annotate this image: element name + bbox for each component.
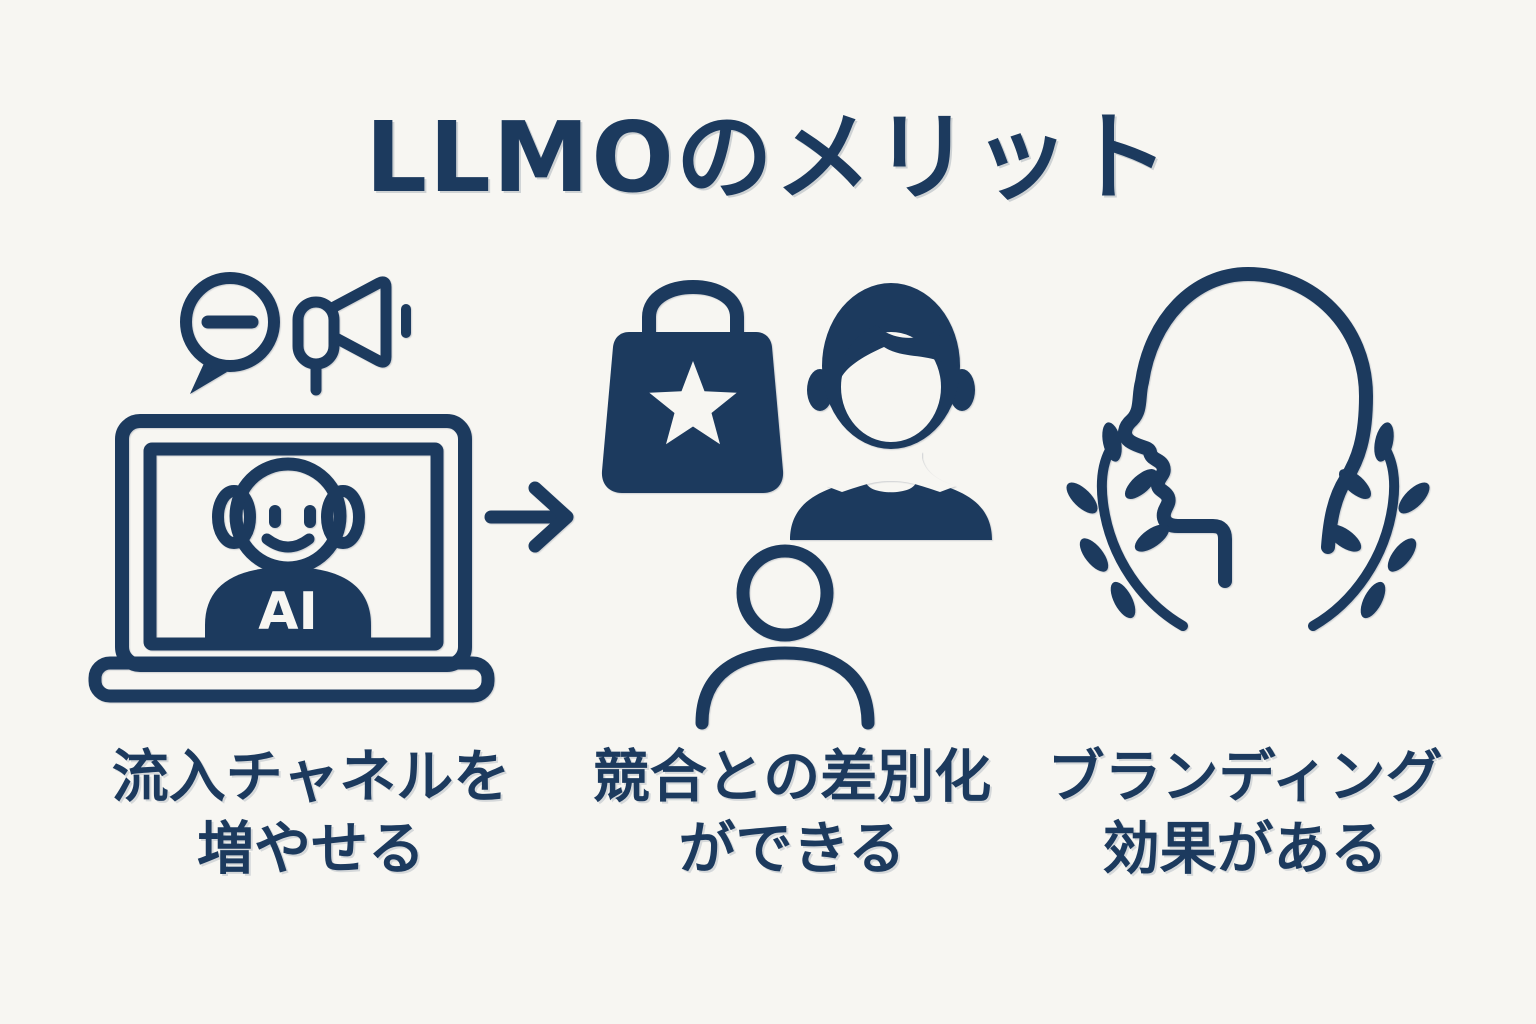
caption-inflow-channels: 流入チャネルを 増やせる bbox=[112, 742, 510, 886]
caption-line: 競合との差別化 bbox=[592, 744, 992, 810]
laptop-ai-robot-icon: AI bbox=[88, 414, 495, 703]
laurel-branch-left bbox=[1066, 422, 1188, 631]
caption-line: ブランディング bbox=[1047, 744, 1443, 810]
shopping-bag-star-icon bbox=[601, 280, 784, 493]
head-profile-outline bbox=[1118, 267, 1373, 588]
caption-line: ができる bbox=[678, 815, 906, 882]
head-profile-laurel-icon bbox=[1066, 267, 1430, 631]
caption-differentiation: 競合との差別化 ができる bbox=[593, 742, 991, 886]
megaphone-icon bbox=[292, 276, 411, 396]
speech-bubble-minus-icon bbox=[180, 272, 280, 394]
ai-robot-face: AI bbox=[205, 457, 371, 642]
star-icon bbox=[649, 361, 737, 445]
caption-line: 増やせる bbox=[197, 815, 425, 882]
person-filled-icon bbox=[790, 283, 992, 540]
ai-badge: AI bbox=[258, 582, 318, 642]
page-title: LLMOのメリット bbox=[365, 101, 1171, 214]
arrow-right-icon bbox=[484, 481, 574, 553]
caption-branding: ブランディング 効果がある bbox=[1047, 742, 1442, 886]
person-outline-icon bbox=[695, 544, 875, 730]
caption-line: 流入チャネルを bbox=[111, 744, 511, 810]
laurel-branch-right bbox=[1308, 422, 1430, 631]
caption-line: 効果がある bbox=[1102, 815, 1388, 882]
